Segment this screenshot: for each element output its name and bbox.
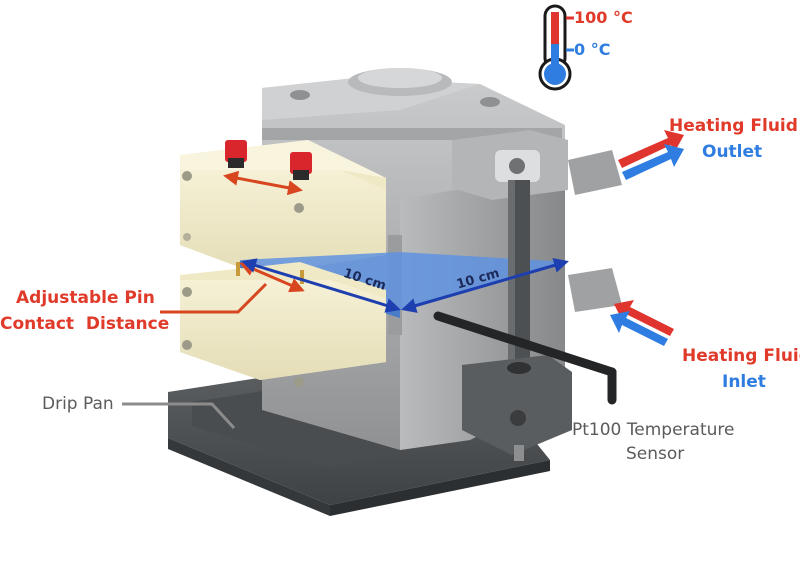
thermometer-icon <box>538 4 574 91</box>
dimension-arrows <box>241 258 569 313</box>
drip-pan-label: Drip Pan <box>42 394 114 414</box>
adjustable-pin-line1: Adjustable Pin <box>16 288 155 308</box>
thermometer-cold-label: 0 °C <box>574 40 611 59</box>
thermometer-hot-label: 100 °C <box>574 8 633 27</box>
adjustable-pin-line2: Contact Distance <box>0 314 170 334</box>
heating-fluid-inlet-line2: Inlet <box>722 372 766 392</box>
heating-fluid-outlet-line1: Heating Fluid <box>669 116 798 136</box>
sensor-label-line1: Pt100 Temperature <box>572 420 735 440</box>
heating-fluid-inlet-line1: Heating Fluid <box>682 346 800 366</box>
heating-fluid-outlet-line2: Outlet <box>702 142 763 162</box>
outlet-flow-arrows <box>618 130 684 180</box>
inlet-flow-arrows <box>610 300 674 346</box>
clamp-bracket <box>452 130 622 312</box>
leader-lines <box>122 402 236 430</box>
sensor-probe <box>433 311 617 405</box>
sensor-label-line2: Sensor <box>626 444 685 464</box>
